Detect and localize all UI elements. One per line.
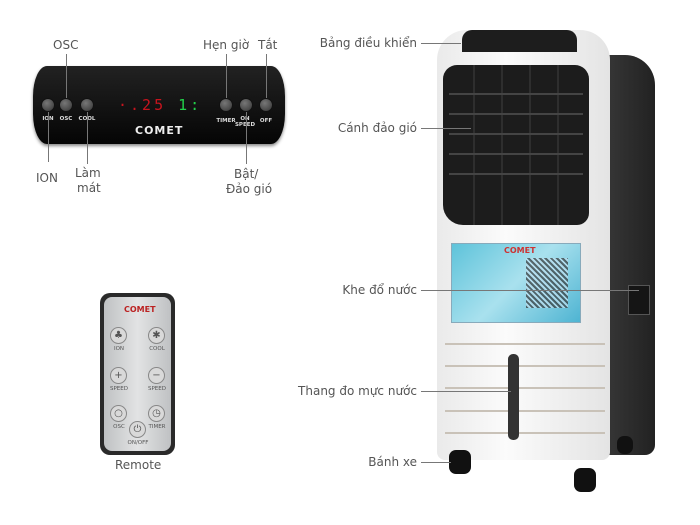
leader-line [421,290,639,291]
leader-line [421,43,461,44]
callout-off: Tắt [258,38,278,52]
callout-water-gauge: Thang đo mực nước [298,384,417,398]
leader-line [48,112,49,162]
remote-onoff-label: ON/OFF [127,440,149,446]
callout-control-panel: Bảng điều khiển [319,36,417,50]
callout-osc: OSC [53,38,79,52]
remote-timer-label: TIMER [148,424,166,430]
sticker-logo: COMET [504,246,536,255]
callout-water-inlet: Khe đổ nước [342,283,417,297]
off-button[interactable] [259,98,273,112]
cooler-control-panel [462,30,577,52]
remote-control: COMET ♣ ✱ ION COOL + − SPEED SPEED ○ ◷ O… [100,293,175,455]
water-level-gauge [508,354,519,440]
display-fan: 1: [178,96,203,114]
cool-button[interactable] [80,98,94,112]
wheel [617,436,633,454]
display-main: ·.25 [118,96,167,114]
wheel [574,468,596,492]
callout-wheels: Bánh xe [368,455,417,469]
power-icon[interactable]: ⏻ [129,421,146,438]
comet-logo: COMET [135,124,184,137]
snowflake-icon[interactable]: ✱ [148,327,165,344]
leader-line [421,391,511,392]
ion-label: ION [33,116,63,122]
led-display: ·.25 1: [118,96,202,114]
timer-button[interactable] [219,98,233,112]
remote-logo: COMET [124,305,156,314]
speed-label: ON SPEED [234,116,256,128]
callout-louvers: Cánh đảo gió [337,121,417,135]
remote-speed-down-label: SPEED [148,386,166,392]
minus-icon[interactable]: − [148,367,165,384]
callout-cool-2: mát [77,181,101,195]
off-label: OFF [259,118,273,124]
timer-label: TIMER [216,118,236,124]
speed-button[interactable] [239,98,253,112]
osc-button[interactable] [59,98,73,112]
remote-speed-up-label: SPEED [110,386,128,392]
leader-line [87,112,88,164]
leader-line [226,54,227,98]
leader-line [421,128,471,129]
leader-line [246,112,247,164]
water-inlet-door [628,285,650,315]
product-sticker: COMET [451,243,581,323]
plus-icon[interactable]: + [110,367,127,384]
callout-cool-1: Làm [75,166,101,180]
callout-speed-2: Đảo gió [226,182,273,196]
callout-speed-1: Bật/ [234,167,259,181]
leader-line [421,462,451,463]
control-panel: ION OSC COOL ·.25 1: COMET TIMER ON SPEE… [33,66,285,144]
rotate-icon[interactable]: ○ [110,405,127,422]
clock-icon[interactable]: ◷ [148,405,165,422]
remote-ion-label: ION [113,346,125,352]
callout-timer: Hẹn giờ [203,38,250,52]
tree-icon[interactable]: ♣ [110,327,127,344]
wheel [449,450,471,474]
remote-osc-label: OSC [113,424,125,430]
louver-grille [443,65,589,225]
remote-caption: Remote [115,458,162,472]
remote-cool-label: COOL [149,346,165,352]
ion-button[interactable] [41,98,55,112]
leader-line [266,54,267,98]
leader-line [66,54,67,98]
callout-ion: ION [36,171,58,185]
osc-label: OSC [59,116,73,122]
